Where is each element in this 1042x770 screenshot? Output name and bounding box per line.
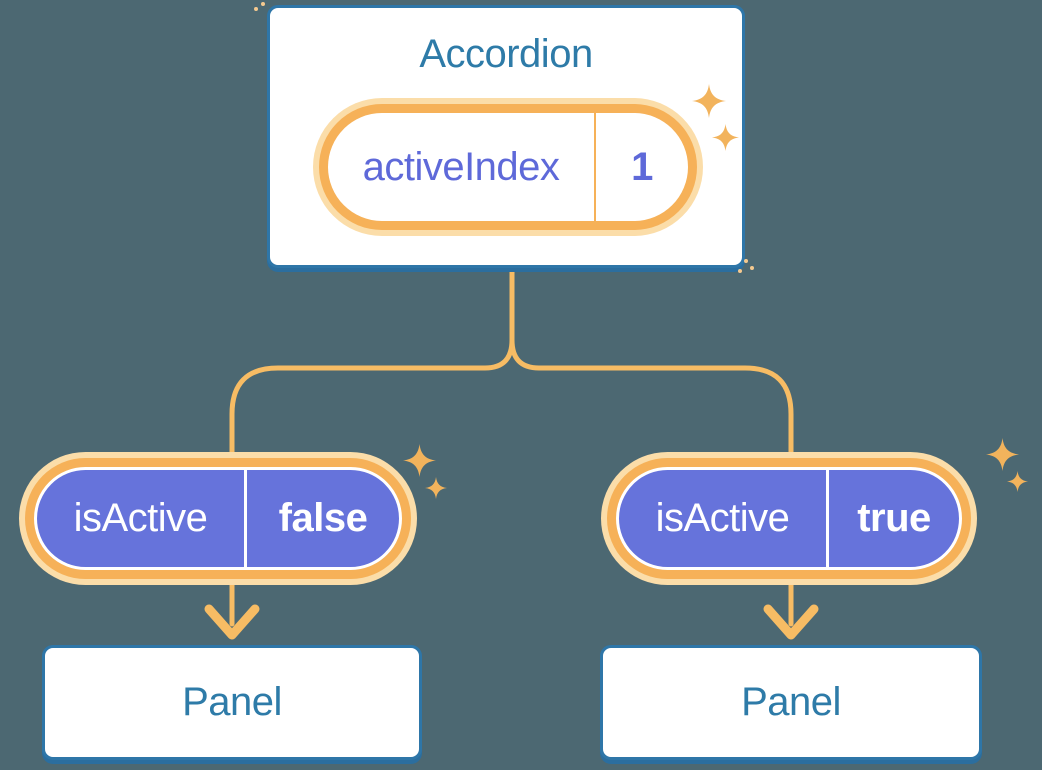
prop-value: true bbox=[857, 496, 931, 540]
dust-dot bbox=[738, 269, 742, 273]
prop-label: isActive bbox=[73, 496, 208, 540]
sparkle-icon bbox=[712, 124, 739, 151]
dust-dot bbox=[744, 259, 748, 263]
prop-pill-isactive-false: isActive false bbox=[19, 452, 417, 585]
prop-pill-divider bbox=[244, 470, 247, 567]
sparkle-icon bbox=[403, 444, 436, 477]
sparkle-icon bbox=[1007, 471, 1028, 492]
prop-pill-isactive-true: isActive true bbox=[601, 452, 977, 585]
prop-pill-divider bbox=[826, 470, 829, 567]
dust-dot bbox=[750, 266, 754, 270]
state-pill-ring: activeIndex 1 bbox=[319, 104, 697, 230]
state-label: activeIndex bbox=[362, 144, 560, 189]
prop-label: isActive bbox=[655, 496, 790, 540]
state-pill-divider bbox=[594, 113, 596, 221]
prop-pill-ring: isActive false bbox=[25, 458, 411, 579]
prop-value: false bbox=[278, 496, 368, 540]
state-value: 1 bbox=[631, 144, 653, 189]
panel-card-right: Panel bbox=[600, 645, 982, 760]
state-pill-activeindex: activeIndex 1 bbox=[313, 98, 703, 236]
panel-title: Panel bbox=[182, 680, 282, 724]
arrow-down-icon bbox=[204, 604, 260, 640]
branch-left-line bbox=[229, 337, 515, 627]
panel-title: Panel bbox=[741, 680, 841, 724]
prop-pill-ring: isActive true bbox=[607, 458, 971, 579]
branch-right-line bbox=[509, 337, 794, 627]
sparkle-icon bbox=[692, 84, 726, 118]
accordion-title: Accordion bbox=[419, 32, 593, 76]
arrow-down-icon bbox=[763, 604, 819, 640]
dust-dot bbox=[254, 7, 258, 11]
sparkle-icon bbox=[425, 477, 447, 499]
dust-dot bbox=[261, 2, 265, 6]
sparkle-icon bbox=[986, 438, 1019, 471]
panel-card-left: Panel bbox=[42, 645, 422, 760]
